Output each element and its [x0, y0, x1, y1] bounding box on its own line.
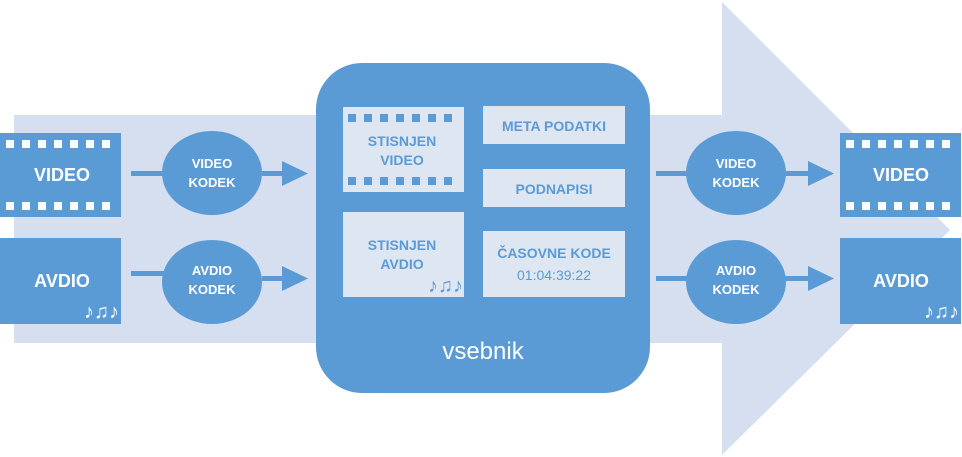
encoder-video-codec-line2: KODEK [189, 175, 237, 190]
decoder-audio-codec: AVDIO KODEK [686, 240, 786, 324]
input-audio-label: AVDIO [34, 271, 90, 291]
output-video-sprockets-top [846, 140, 950, 148]
encoder-video-codec: VIDEO KODEK [162, 131, 262, 215]
output-connectors [656, 161, 834, 291]
output-audio-label: AVDIO [873, 271, 929, 291]
output-video-sprockets-bottom [846, 202, 950, 210]
subtitles-label: PODNAPISI [515, 181, 592, 197]
compressed-audio-line1: STISNJEN [368, 237, 436, 253]
encoder-video-codec-line1: VIDEO [192, 156, 232, 171]
decoder-video-codec-line1: VIDEO [716, 156, 756, 171]
compressed-video-sprockets-top [348, 114, 452, 122]
input-video-sprockets-top [6, 140, 110, 148]
output-audio-notes-icon: ♪♫♪ [924, 301, 959, 323]
encoder-audio-codec-line2: KODEK [189, 282, 237, 297]
compressed-audio-box: STISNJEN AVDIO ♪♫♪ [343, 212, 464, 297]
input-video-filmstrip: VIDEO [0, 133, 121, 217]
input-audio-box: AVDIO ♪♫♪ [0, 238, 121, 324]
timecode-value: 01:04:39:22 [517, 267, 591, 283]
decoder-video-codec-line2: KODEK [713, 175, 761, 190]
timecode-box: ČASOVNE KODE 01:04:39:22 [483, 231, 625, 297]
metadata-label: META PODATKI [502, 118, 606, 134]
output-video-filmstrip: VIDEO [840, 133, 961, 217]
encoder-audio-codec-line1: AVDIO [192, 263, 232, 278]
input-audio-notes-icon: ♪♫♪ [84, 301, 119, 323]
decoder-audio-codec-line2: KODEK [713, 282, 761, 297]
compressed-audio-notes-icon: ♪♫♪ [428, 275, 463, 297]
compressed-video-line1: STISNJEN [368, 133, 436, 149]
encoder-audio-codec: AVDIO KODEK [162, 240, 262, 324]
output-video-label: VIDEO [873, 165, 929, 185]
compressed-video-line2: VIDEO [380, 152, 424, 168]
input-video-label: VIDEO [34, 165, 90, 185]
input-video-sprockets-bottom [6, 202, 110, 210]
timecode-title: ČASOVNE KODE [497, 244, 611, 261]
compressed-audio-line2: AVDIO [380, 256, 423, 272]
compressed-video-sprockets-bottom [348, 177, 452, 185]
input-connectors [131, 161, 308, 291]
container-box: STISNJEN VIDEO STISNJEN AVDIO ♪♫♪ META P… [316, 63, 650, 393]
decoder-audio-codec-line1: AVDIO [716, 263, 756, 278]
subtitles-box: PODNAPISI [483, 169, 625, 207]
output-audio-box: AVDIO ♪♫♪ [840, 238, 961, 324]
container-label: vsebnik [442, 338, 524, 365]
metadata-box: META PODATKI [483, 106, 625, 144]
compressed-video-filmstrip: STISNJEN VIDEO [343, 107, 464, 192]
decoder-video-codec: VIDEO KODEK [686, 131, 786, 215]
